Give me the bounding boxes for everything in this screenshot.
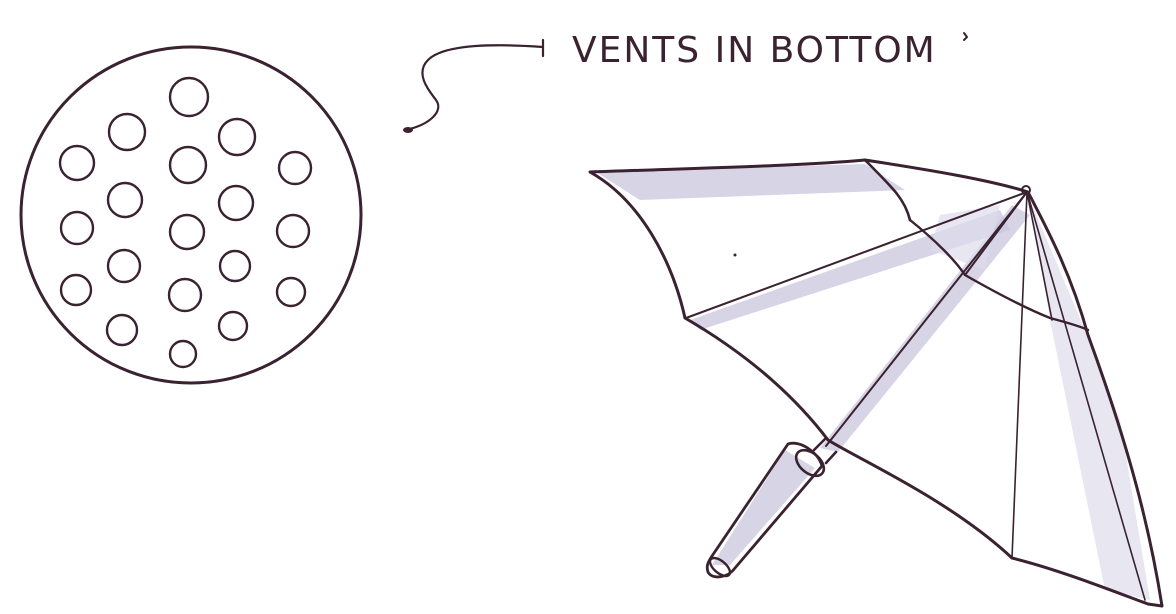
- vent-hole: [168, 145, 208, 185]
- vent-hole: [106, 181, 144, 219]
- stray-marks: [733, 32, 968, 257]
- canopy-tip: [1021, 185, 1031, 195]
- canopy-outline: [588, 158, 1164, 608]
- handle-collar: [794, 448, 826, 478]
- vent-hole: [107, 112, 147, 152]
- handle-end-cap: [708, 556, 732, 578]
- vent-hole: [168, 213, 206, 251]
- canopy-shade-right: [1030, 200, 1150, 600]
- vent-hole: [105, 313, 139, 347]
- canopy-shade-mid: [690, 210, 1010, 330]
- vent-disc-outline: [19, 45, 363, 385]
- vent-hole: [168, 76, 210, 118]
- annotation-leader: [403, 38, 545, 133]
- vent-hole: [59, 210, 95, 246]
- vent-hole: [275, 276, 307, 308]
- vent-hole: [217, 184, 255, 222]
- vent-hole: [217, 310, 249, 342]
- canopy-shade-top: [596, 164, 905, 200]
- vent-hole: [167, 277, 203, 313]
- vent-hole: [275, 213, 311, 249]
- canopy-ribs: [685, 191, 1146, 601]
- vent-hole: [277, 150, 313, 186]
- vent-holes: [58, 76, 313, 369]
- vent-hole: [106, 248, 142, 284]
- vent-hole: [217, 117, 257, 157]
- vent-hole: [58, 144, 96, 182]
- canopy-seam-inner: [908, 218, 1090, 332]
- vent-hole: [218, 249, 252, 283]
- vent-hole: [59, 273, 93, 307]
- handle-shade: [712, 450, 815, 565]
- vent-disc: [19, 45, 363, 385]
- umbrella-handle: [705, 436, 838, 579]
- canopy-top-scallop: [863, 158, 912, 222]
- umbrella-sketch: [588, 158, 1164, 608]
- annotation-label: VENTS IN BOTTOM: [572, 30, 937, 71]
- leader-dot: [403, 127, 413, 133]
- handle-stem: [812, 436, 838, 465]
- handle-grip: [705, 441, 824, 579]
- leader-line: [403, 44, 545, 132]
- vent-hole: [168, 339, 198, 369]
